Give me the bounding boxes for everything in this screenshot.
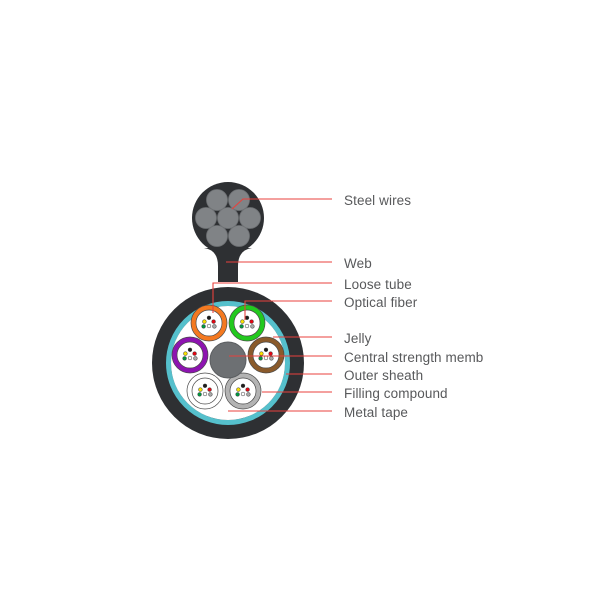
optical-fiber-strand (240, 319, 245, 324)
optical-fiber-strand (208, 392, 213, 397)
loose-tube-purple (171, 336, 209, 374)
optical-fiber-strand (269, 356, 274, 361)
optical-fiber-strand (240, 383, 246, 388)
label-steel-wires: Steel wires (344, 193, 412, 208)
steel-wires-group (195, 189, 261, 247)
optical-fiber-strand (187, 347, 193, 352)
optical-fiber-strand (268, 351, 273, 356)
steel-wire-left (195, 207, 217, 229)
loose-tubes-group (171, 304, 285, 410)
metal-tape-ring (166, 301, 290, 425)
optical-fiber-strand (246, 392, 251, 397)
optical-fiber-strand (193, 356, 198, 361)
label-outer-sheath: Outer sheath (344, 368, 424, 383)
steel-wire-bottom-right (228, 225, 250, 247)
jelly-fill (195, 309, 223, 337)
loose-tube-green (228, 304, 266, 342)
loose-tube-wall (187, 373, 223, 409)
loose-tube-outline (190, 304, 228, 342)
label-metal-tape: Metal tape (344, 405, 409, 420)
steel-wire-top-right (228, 189, 250, 211)
optical-fiber-strand (198, 387, 203, 392)
optical-fiber-strand (192, 351, 197, 356)
optical-fiber-strand (263, 347, 269, 352)
jelly-fill (229, 377, 257, 405)
jelly-fill (176, 341, 204, 369)
optical-fiber-strand (212, 324, 217, 329)
optical-fiber-strand (202, 319, 207, 324)
leader-optical-fiber (244, 300, 332, 320)
label-central-strength-member: Central strength memb (344, 350, 484, 365)
label-web: Web (344, 256, 372, 271)
web-connector-group (204, 244, 252, 282)
optical-fiber-strand (240, 391, 246, 397)
optical-fiber-strand (183, 351, 188, 356)
steel-wire-bottom-left (206, 225, 228, 247)
optical-fiber-strand (250, 324, 255, 329)
loose-tube-outline (171, 336, 209, 374)
loose-tube-grey (224, 372, 262, 410)
steel-wire-center (217, 207, 239, 229)
optical-fiber-strand (235, 392, 240, 397)
leader-loose-tube (212, 282, 332, 313)
optical-fiber-strand (249, 319, 254, 324)
optical-fiber-strand (258, 356, 263, 361)
optical-fiber-strand (206, 323, 212, 329)
label-jelly: Jelly (344, 331, 372, 346)
web-connector (218, 244, 238, 282)
loose-tube-wall (225, 373, 261, 409)
label-filling-compound: Filling compound (344, 386, 448, 401)
jelly-fill (233, 309, 261, 337)
optical-fiber-strand (239, 324, 244, 329)
loose-tube-wall (191, 305, 227, 341)
optical-fiber-strand (263, 355, 269, 361)
loose-tube-outline (224, 372, 262, 410)
web-fillet-bottom (238, 248, 252, 266)
leader-lines-group (212, 198, 332, 412)
loose-tube-orange (190, 304, 228, 342)
leader-steel-wires (231, 198, 332, 210)
steel-wire-right (239, 207, 261, 229)
loose-tube-wall (172, 337, 208, 373)
web-fillet-top (204, 248, 218, 266)
optical-fiber-strand (182, 356, 187, 361)
loose-tube-wall (248, 337, 284, 373)
steel-wire-top-left (206, 189, 228, 211)
optical-fiber-strand (202, 391, 208, 397)
optical-fiber-strand (259, 351, 264, 356)
optical-fiber-strand (201, 324, 206, 329)
loose-tube-brown (247, 336, 285, 374)
loose-tube-outline (247, 336, 285, 374)
jelly-fill (191, 377, 219, 405)
optical-fiber-strand (245, 387, 250, 392)
loose-tube-outline (228, 304, 266, 342)
optical-fiber-strand (202, 383, 208, 388)
jelly-fill (252, 341, 280, 369)
optical-fiber-strand (197, 392, 202, 397)
optical-fiber-strand (206, 315, 212, 320)
central-strength-member (209, 341, 247, 379)
loose-tube-white (186, 372, 224, 410)
label-optical-fiber: Optical fiber (344, 295, 418, 310)
optical-fiber-strand (187, 355, 193, 361)
optical-fiber-strand (236, 387, 241, 392)
optical-fiber-strand (244, 315, 250, 320)
central-strength-member-group (209, 341, 247, 379)
loose-tube-outline (186, 372, 224, 410)
optical-fiber-strand (207, 387, 212, 392)
optical-fiber-strand (244, 323, 250, 329)
loose-tube-wall (229, 305, 265, 341)
label-loose-tube: Loose tube (344, 277, 412, 292)
optical-fiber-strand (211, 319, 216, 324)
